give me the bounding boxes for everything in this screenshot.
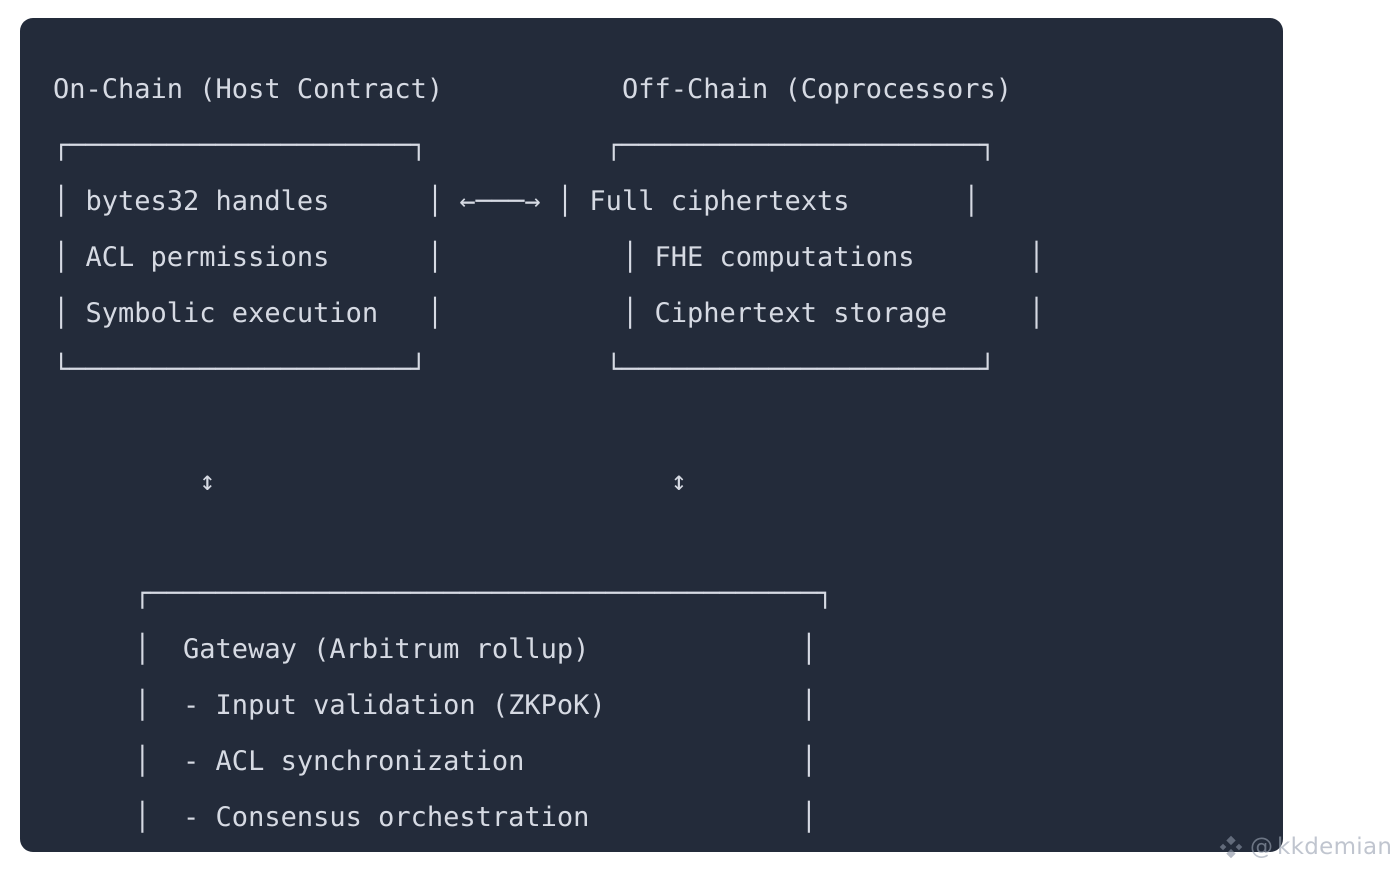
ascii-diagram-card: On-Chain (Host Contract) Off-Chain (Copr…: [20, 18, 1283, 852]
ascii-architecture-diagram: On-Chain (Host Contract) Off-Chain (Copr…: [53, 74, 1045, 833]
watermark-handle: kkdemian: [1277, 834, 1392, 860]
